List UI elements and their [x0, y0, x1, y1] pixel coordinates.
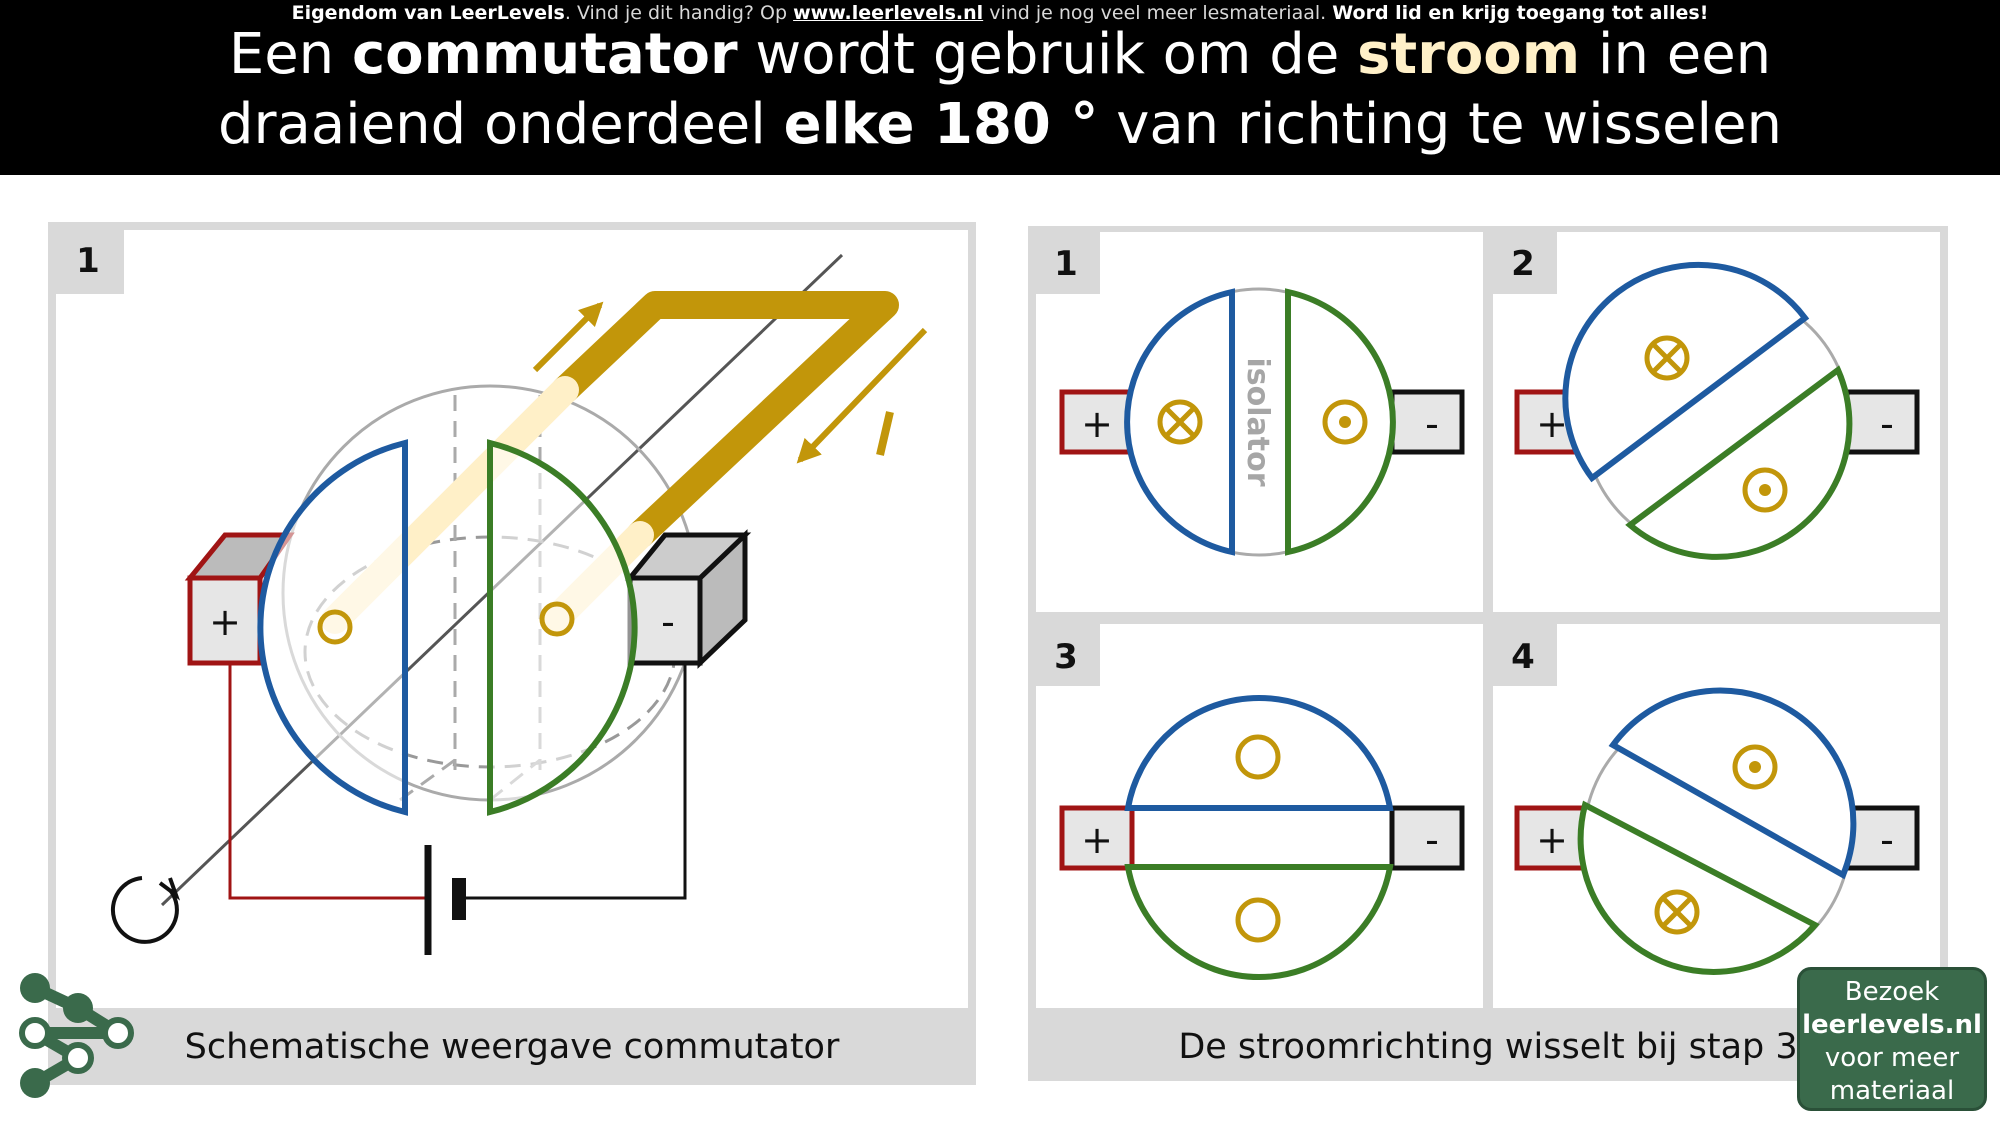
- arrow-tail: [876, 411, 894, 456]
- step-4-number: 4: [1511, 637, 1535, 677]
- battery-short-plate: [452, 878, 466, 920]
- arrow-up: [532, 301, 604, 373]
- visit-line-1: Bezoek: [1844, 977, 1940, 1007]
- left-step-number: 1: [76, 241, 100, 281]
- step-1-minus: -: [1425, 402, 1439, 446]
- step-3-number: 3: [1054, 637, 1078, 677]
- title-bold-180: elke 180 °: [783, 92, 1099, 157]
- title-text: wordt gebruik om de: [737, 22, 1358, 87]
- step-2-number: 2: [1511, 244, 1535, 284]
- diagram-canvas: 1 Schematische weergave commutator +: [19, 222, 1948, 1098]
- circuit-wire-red: [228, 663, 425, 900]
- minus-terminal: -: [624, 529, 752, 669]
- notice-membership: Word lid en krijg toegang tot alles!: [1332, 2, 1709, 24]
- step-2-minus: -: [1880, 402, 1894, 446]
- page-title-line-2: draaiend onderdeel elke 180 ° van richti…: [0, 92, 2000, 158]
- coil-wire: [551, 291, 899, 549]
- wire-end-bottom: [1235, 897, 1281, 943]
- title-bold-commutator: commutator: [351, 22, 738, 87]
- wire-end-left: [317, 609, 353, 645]
- title-text: van richting te wisselen: [1098, 92, 1783, 157]
- step-2-plus: +: [1536, 402, 1568, 446]
- current-into-page-icon: [1157, 399, 1203, 445]
- rotation-icon: [110, 876, 181, 944]
- right-caption: De stroomrichting wisselt bij stap 3: [1178, 1027, 1797, 1067]
- wire-end-right: [539, 601, 575, 637]
- left-panel: 1 Schematische weergave commutator +: [48, 222, 976, 1085]
- commutator-half-blue: [257, 439, 408, 816]
- leerlevels-logo-icon: [19, 973, 134, 1098]
- step-1-plus: +: [1081, 402, 1113, 446]
- current-into-page-icon: [1644, 335, 1690, 381]
- dashed-line-3: [399, 758, 456, 802]
- notice-owner: Eigendom van LeerLevels: [291, 2, 565, 24]
- wire-end-top: [1235, 734, 1281, 780]
- title-text: Een: [228, 22, 352, 87]
- left-caption-bar: [52, 1008, 972, 1081]
- step-2-panel: 2 + -: [1493, 232, 1940, 612]
- ownership-notice: Eigendom van LeerLevels. Vind je dit han…: [0, 2, 2000, 24]
- plus-sign: +: [209, 600, 241, 644]
- arrow-down: [796, 327, 928, 464]
- plus-terminal: +: [184, 532, 295, 666]
- step-3-minus: -: [1425, 818, 1439, 862]
- visit-line-2: leerlevels.nl: [1802, 1010, 1982, 1040]
- header: Eigendom van LeerLevels. Vind je dit han…: [0, 0, 2000, 175]
- step-4-minus: -: [1880, 818, 1894, 862]
- visit-line-3: voor meer: [1824, 1043, 1960, 1073]
- leerlevels-link[interactable]: www.leerlevels.nl: [793, 2, 984, 24]
- step-4-plus: +: [1536, 818, 1568, 862]
- minus-sign: -: [661, 600, 675, 644]
- step-3-panel: 3 + -: [1036, 624, 1483, 1008]
- notice-text: . Vind je dit handig? Op: [564, 2, 794, 24]
- page-title-line-1: Een commutator wordt gebruik om de stroo…: [0, 22, 2000, 88]
- step-1-panel: 1 + - isolator: [1036, 232, 1483, 612]
- title-text: draaiend onderdeel: [217, 92, 784, 157]
- title-text: in een: [1580, 22, 1772, 87]
- current-out-of-page-icon: [1742, 467, 1788, 513]
- visit-leerlevels-button[interactable]: Bezoek leerlevels.nl voor meer materiaal: [1797, 967, 1987, 1111]
- current-out-of-page-icon: [1732, 744, 1778, 790]
- notice-text-2: vind je nog veel meer lesmateriaal.: [983, 2, 1333, 24]
- visit-line-4: materiaal: [1829, 1076, 1955, 1106]
- title-highlight-stroom: stroom: [1357, 22, 1581, 87]
- step-3-plus: +: [1081, 818, 1113, 862]
- left-caption: Schematische weergave commutator: [185, 1027, 840, 1067]
- right-panel: De stroomrichting wisselt bij stap 3 1 +…: [1028, 226, 1948, 1081]
- commutator-half-green: [487, 439, 638, 816]
- step-1-number: 1: [1054, 244, 1078, 284]
- step-4-panel: 4 + -: [1493, 624, 1940, 1008]
- current-into-page-icon: [1654, 889, 1700, 935]
- current-out-of-page-icon: [1322, 399, 1368, 445]
- circuit-wire-black: [465, 663, 687, 900]
- left-step-badge: [52, 226, 124, 294]
- isolator-label: isolator: [1240, 357, 1275, 486]
